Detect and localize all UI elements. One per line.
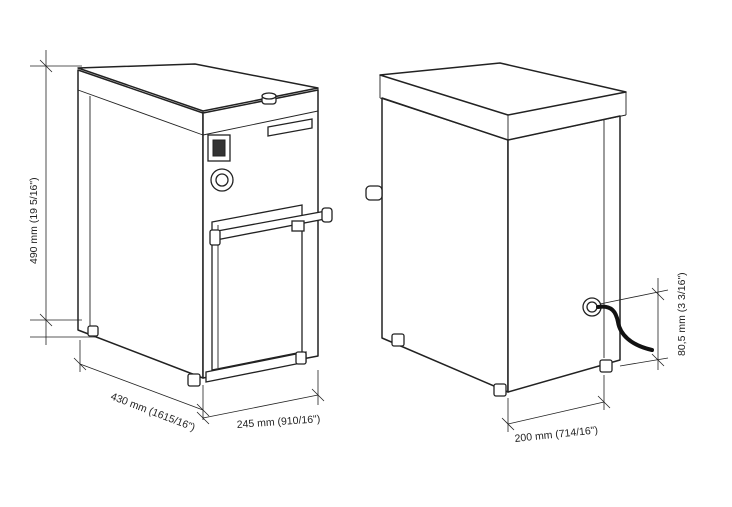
front-width-dimension: 245 mm (910/16")	[196, 370, 325, 431]
front-side-view	[77, 63, 333, 387]
power-cable	[596, 304, 654, 352]
label-plate	[267, 118, 313, 137]
handle-stub-icon	[365, 185, 383, 201]
foot-front-left	[187, 373, 201, 387]
foot-back-left	[87, 325, 99, 337]
front-width-label: 245 mm (910/16")	[236, 413, 320, 431]
rear-foot-left	[391, 333, 405, 347]
rear-width-label: 200 mm (714/16")	[514, 424, 598, 445]
depth-label: 430 mm (1615/16")	[109, 391, 197, 434]
rear-foot-right	[599, 359, 613, 373]
rear-side-view	[365, 62, 654, 397]
rear-right-panel	[507, 115, 621, 393]
foot-front-right	[295, 351, 307, 365]
height-dimension: 490 mm (19 5/16")	[28, 50, 95, 345]
rear-foot-center	[493, 383, 507, 397]
outlet-height-label: 80,5 mm (3 3/16")	[676, 272, 688, 356]
power-switch-icon	[207, 134, 231, 162]
rear-left-panel	[381, 97, 509, 393]
door-handle-icon	[209, 207, 333, 246]
lid-knob-icon	[261, 92, 277, 105]
control-knob-icon	[210, 168, 234, 192]
outlet-height-dimension: 80,5 mm (3 3/16")	[599, 272, 688, 370]
height-label: 490 mm (19 5/16")	[28, 177, 40, 264]
rear-top-lid	[379, 62, 627, 116]
